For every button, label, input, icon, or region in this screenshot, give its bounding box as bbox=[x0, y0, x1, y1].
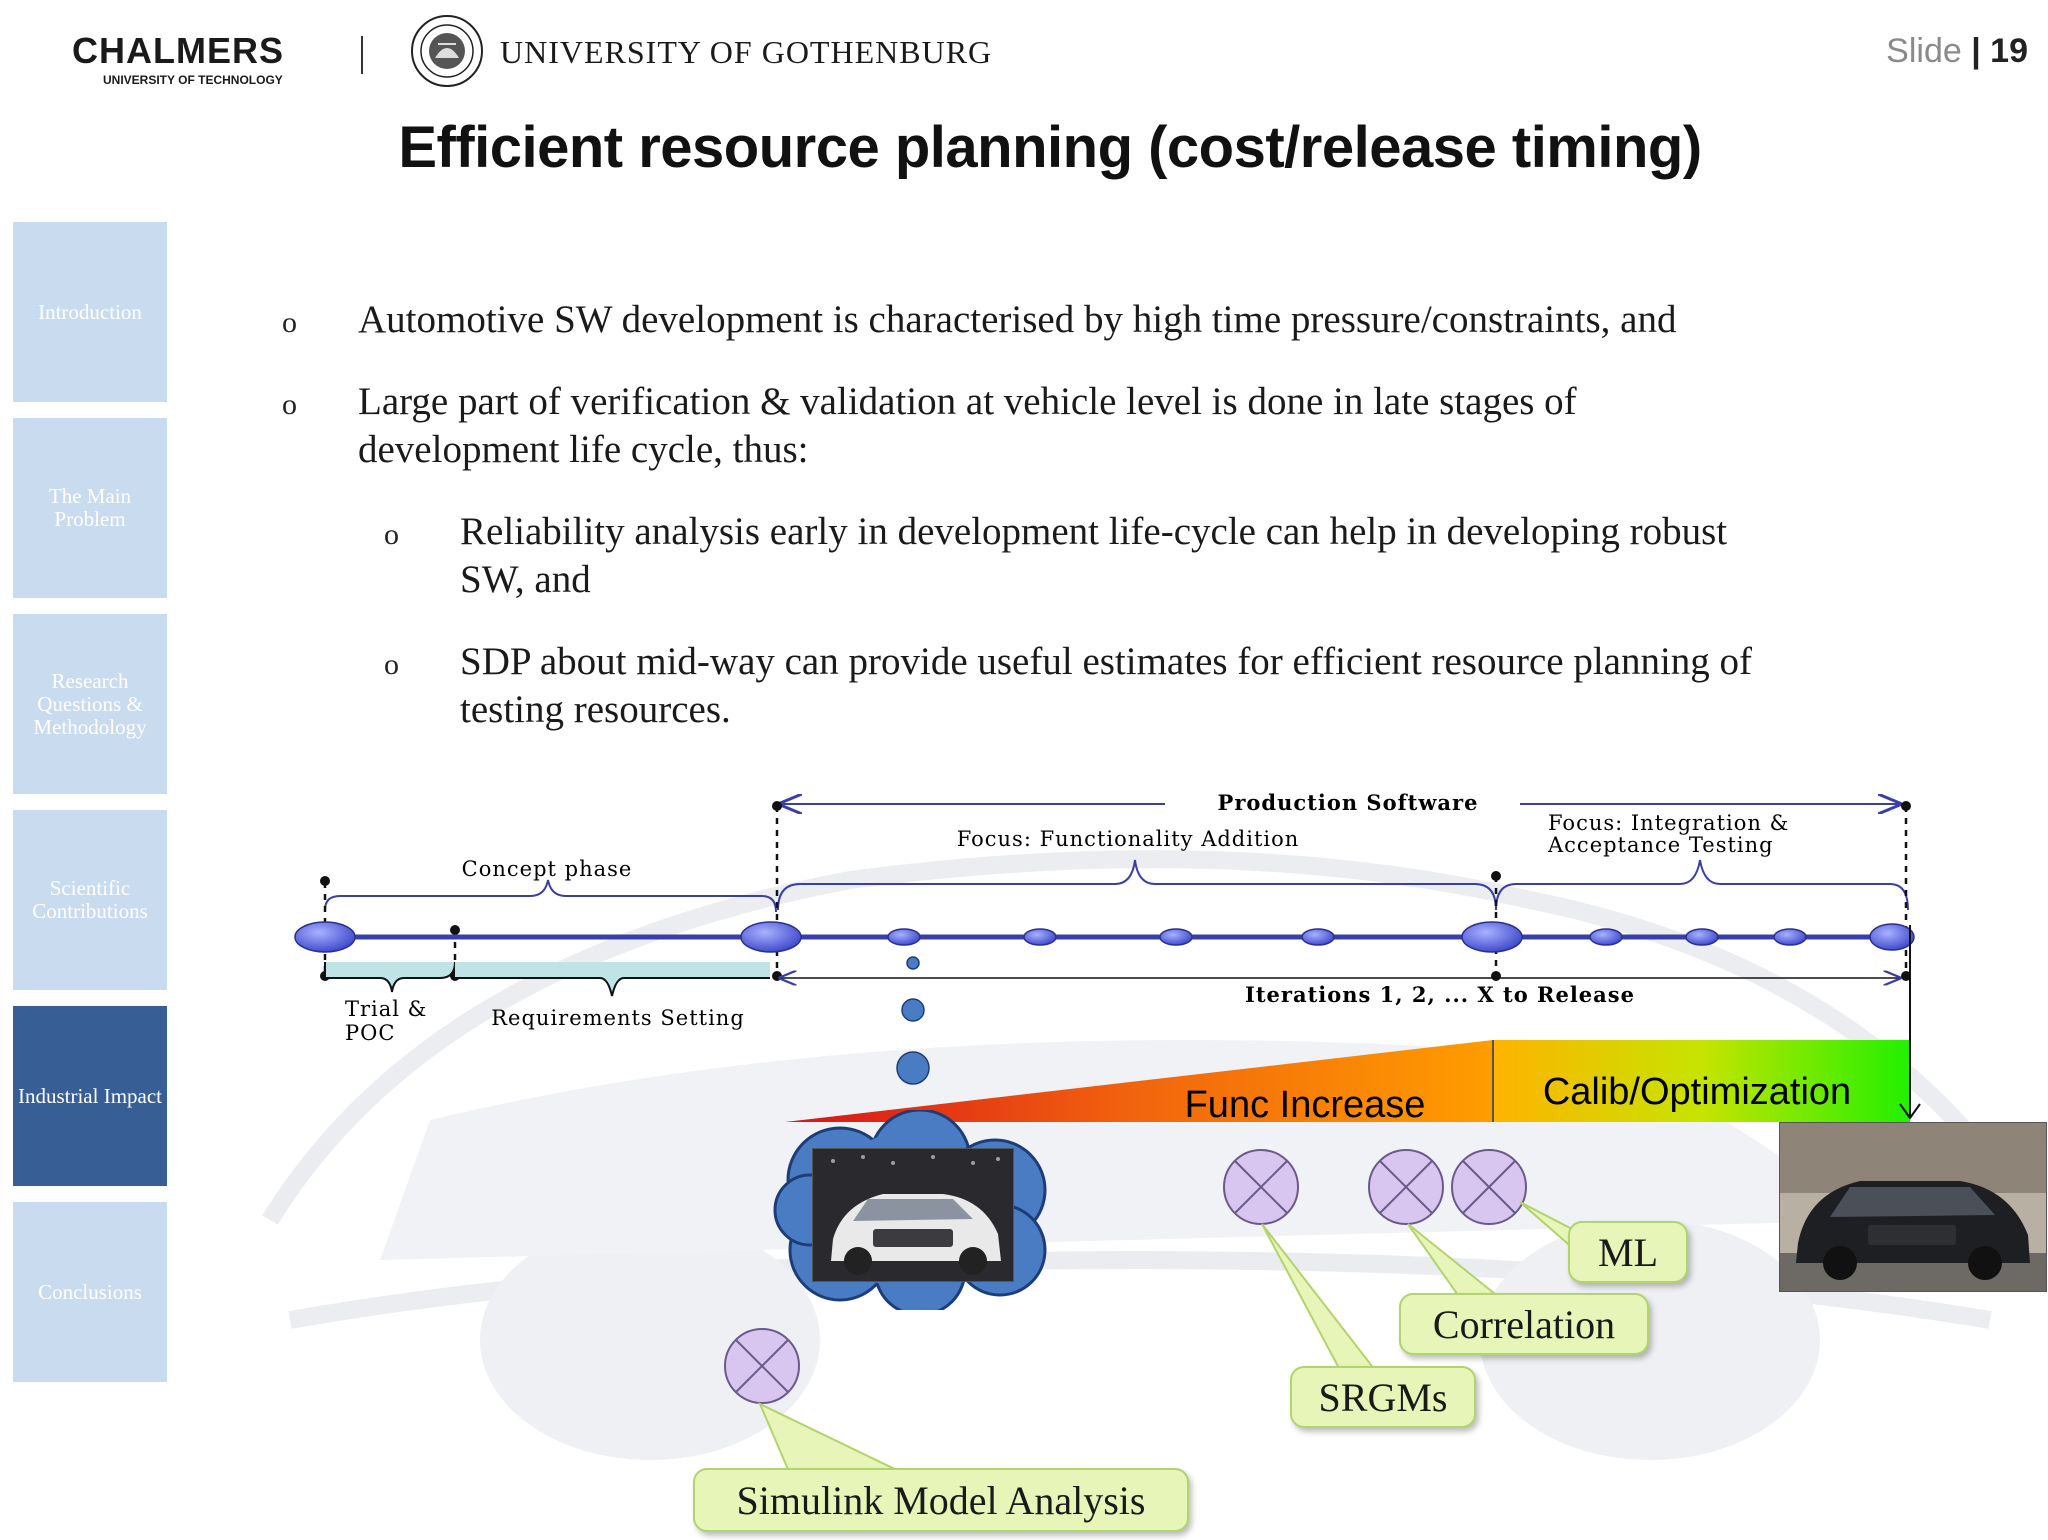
requirements-brace bbox=[455, 977, 770, 997]
iterations-label: Iterations 1, 2, ... X to Release bbox=[1245, 982, 1635, 1007]
sub-bullet-marker: o bbox=[384, 518, 399, 551]
srgms-callout: SRGMs bbox=[1290, 1366, 1476, 1428]
calibration-label: Calib/Optimization bbox=[1543, 1071, 1851, 1113]
nav-item-main-problem[interactable]: The Main Problem bbox=[13, 418, 167, 598]
production-software-label: Production Software bbox=[1218, 790, 1479, 815]
requirements-label: Requirements Setting bbox=[491, 1006, 745, 1030]
concept-phase-brace bbox=[324, 879, 777, 913]
bullet-marker: o bbox=[282, 306, 297, 339]
production-car-photo bbox=[1779, 1122, 2047, 1292]
chalmers-logo-subtitle: UNIVERSITY OF TECHNOLOGY bbox=[103, 73, 283, 87]
trial-brace bbox=[324, 961, 456, 993]
nav-item-conclusions[interactable]: Conclusions bbox=[13, 1202, 167, 1382]
focus-integration-label-2: Acceptance Testing bbox=[1547, 833, 1774, 857]
concept-phase-label: Concept phase bbox=[462, 857, 633, 881]
bullet-marker: o bbox=[282, 388, 297, 421]
trial-label-2: POC bbox=[345, 1021, 395, 1045]
integration-brace bbox=[1495, 859, 1909, 911]
bullet-2-line-2: development life cycle, thus: bbox=[358, 428, 809, 471]
concept-car-photo bbox=[812, 1148, 1014, 1282]
trial-label-1: Trial & bbox=[345, 997, 427, 1021]
calibration-bar bbox=[1493, 1040, 1910, 1122]
func-increase-label: Func Increase bbox=[1185, 1084, 1426, 1126]
nav-item-introduction[interactable]: Introduction bbox=[13, 222, 167, 402]
bullet-2-line-1: Large part of verification & validation … bbox=[358, 380, 1577, 423]
simulink-callout: Simulink Model Analysis bbox=[693, 1468, 1189, 1532]
slide-number: Slide | 19 bbox=[1886, 32, 2028, 70]
bullet-1-text: Automotive SW development is characteris… bbox=[358, 298, 1677, 341]
functionality-brace bbox=[777, 859, 1497, 911]
sub-bullet-2-line-1: SDP about mid-way can provide useful est… bbox=[460, 640, 1753, 683]
sub-bullet-1-line-2: SW, and bbox=[460, 558, 591, 601]
sub-bullet-1-line-1: Reliability analysis early in developmen… bbox=[460, 510, 1728, 553]
focus-functionality-label: Focus: Functionality Addition bbox=[957, 827, 1300, 851]
correlation-callout: Correlation bbox=[1399, 1293, 1649, 1355]
university-name: UNIVERSITY OF GOTHENBURG bbox=[500, 34, 993, 70]
chalmers-logo: CHALMERS bbox=[72, 30, 284, 71]
ml-callout: ML bbox=[1568, 1221, 1688, 1283]
nav-item-research-questions[interactable]: Research Questions & Methodology bbox=[13, 614, 167, 794]
sub-bullet-2-line-2: testing resources. bbox=[460, 688, 731, 731]
logo-divider bbox=[361, 36, 363, 74]
func-increase-bar bbox=[785, 1040, 1493, 1122]
focus-integration-label-1: Focus: Integration & bbox=[1548, 811, 1789, 835]
nav-item-scientific-contributions[interactable]: Scientific Contributions bbox=[13, 810, 167, 990]
nav-item-industrial-impact[interactable]: Industrial Impact bbox=[13, 1006, 167, 1186]
university-seal-icon bbox=[411, 15, 483, 87]
timeline-diagram: Production Software Focus: Functionality… bbox=[294, 790, 1921, 1475]
sub-bullet-marker: o bbox=[384, 648, 399, 681]
slide-title: Efficient resource planning (cost/releas… bbox=[398, 115, 1702, 180]
